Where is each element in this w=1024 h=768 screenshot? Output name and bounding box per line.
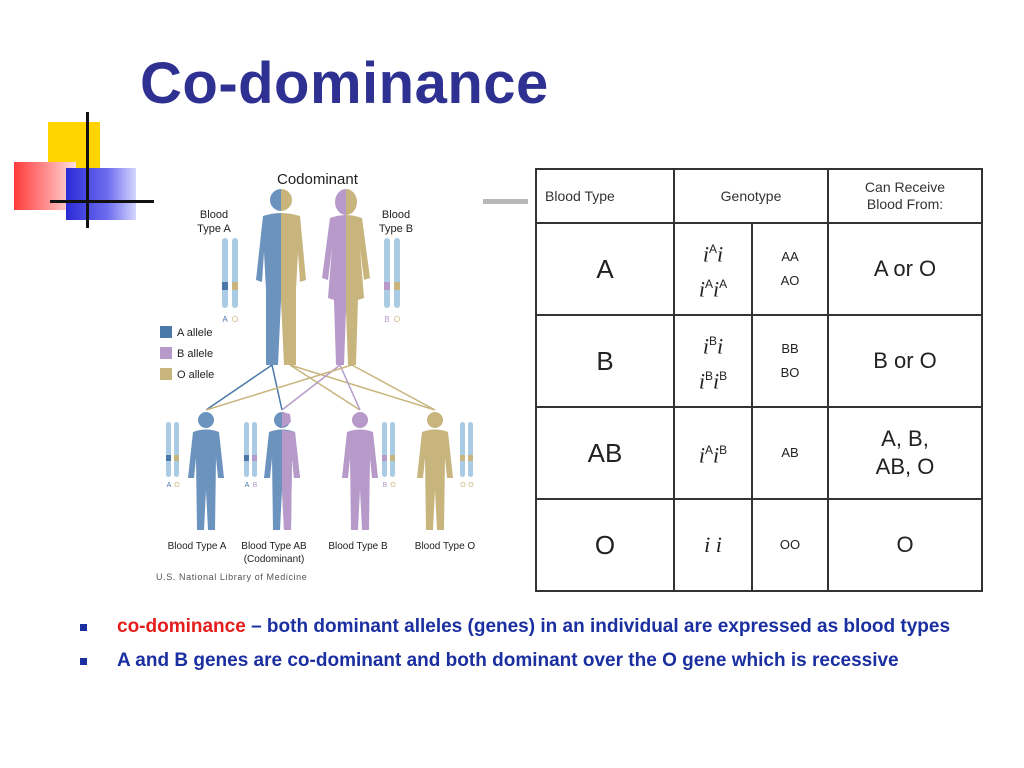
bullet-item: co-dominance – both dominant alleles (ge… xyxy=(80,614,980,640)
legend-swatch-a xyxy=(160,326,172,338)
parent-b-chromosomes: B O xyxy=(384,238,400,324)
genotype-symbol-cell: i i xyxy=(673,498,753,592)
blood-type-cell: B xyxy=(535,314,675,408)
legend-label-a: A allele xyxy=(177,327,212,339)
child-ab-allele-2: B xyxy=(253,482,258,489)
blood-type-cell: A xyxy=(535,222,675,316)
child-a-allele-1: A xyxy=(167,482,172,489)
parent-b-allele-1: B xyxy=(384,315,389,324)
child-type-o: O O Blood Type O xyxy=(415,412,476,552)
decorative-horizontal-line xyxy=(50,200,154,203)
table-row: O i i OO O xyxy=(535,498,983,592)
figure-credit: U.S. National Library of Medicine xyxy=(156,572,307,582)
parent-b-label-line1: Blood xyxy=(382,209,410,221)
header-receive-line2: Blood From: xyxy=(866,196,944,212)
legend-swatch-b xyxy=(160,347,172,359)
can-receive-cell: B or O xyxy=(827,314,983,408)
parent-a-label-line2: Type A xyxy=(197,223,231,235)
genotype-symbol-cell: iBi iBiB xyxy=(673,314,753,408)
child-type-a: A O Blood Type A xyxy=(166,412,227,552)
header-receive-line1: Can Receive xyxy=(864,179,946,195)
child-ab-allele-1: A xyxy=(245,482,250,489)
bullet-item: A and B genes are co-dominant and both d… xyxy=(80,648,980,674)
blood-type-cell: O xyxy=(535,498,675,592)
father-silhouette xyxy=(256,189,306,365)
child-o-label: Blood Type O xyxy=(415,541,476,552)
genotype-symbol-cell: iAi iAiA xyxy=(673,222,753,316)
decorative-blue-block xyxy=(66,168,136,220)
header-genotype: Genotype xyxy=(673,168,829,224)
parent-b-allele-2: O xyxy=(394,315,400,324)
parent-a-chromosomes: A O xyxy=(222,238,238,324)
header-can-receive: Can Receive Blood From: xyxy=(827,168,983,224)
blood-type-table: Blood Type Genotype Can Receive Blood Fr… xyxy=(535,168,983,592)
child-ab-label: Blood Type AB xyxy=(241,541,307,552)
child-b-allele-2: O xyxy=(390,482,396,489)
child-o-allele-2: O xyxy=(468,482,474,489)
child-a-label: Blood Type A xyxy=(168,541,227,552)
allele-legend: A allele B allele O allele xyxy=(160,326,214,381)
codominance-inheritance-figure: Codominant Blood Type A Blood Type B A O… xyxy=(156,171,476,582)
child-type-b: B O Blood Type B xyxy=(328,412,396,552)
slide-title: Co-dominance xyxy=(140,51,549,116)
genotype-code-cell: AB xyxy=(751,406,829,500)
parent-a-allele-2: O xyxy=(232,315,238,324)
bullet-square-icon xyxy=(80,624,87,631)
bullet-list: co-dominance – both dominant alleles (ge… xyxy=(80,614,980,682)
blood-type-cell: AB xyxy=(535,406,675,500)
legend-label-b: B allele xyxy=(177,348,213,360)
figure-header: Codominant xyxy=(277,171,359,188)
bullet-text: A and B genes are co-dominant and both d… xyxy=(117,650,899,671)
genotype-symbol-cell: iAiB xyxy=(673,406,753,500)
child-o-allele-1: O xyxy=(460,482,466,489)
decorative-gray-dash xyxy=(483,199,528,204)
child-b-allele-1: B xyxy=(383,482,388,489)
genotype-code-cell: OO xyxy=(751,498,829,592)
legend-swatch-o xyxy=(160,368,172,380)
parent-a-label-line1: Blood xyxy=(200,209,228,221)
child-a-allele-2: O xyxy=(174,482,180,489)
decorative-vertical-line xyxy=(86,112,89,228)
header-blood-type: Blood Type xyxy=(535,168,675,224)
parent-a-allele-1: A xyxy=(222,315,228,324)
parent-b-label-line2: Type B xyxy=(379,223,413,235)
can-receive-cell: O xyxy=(827,498,983,592)
table-header-row: Blood Type Genotype Can Receive Blood Fr… xyxy=(535,168,983,224)
mother-silhouette xyxy=(322,189,370,365)
can-receive-cell: A, B, AB, O xyxy=(827,406,983,500)
child-b-label: Blood Type B xyxy=(328,541,388,552)
bullet-text: – both dominant alleles (genes) in an in… xyxy=(245,616,951,637)
bullet-square-icon xyxy=(80,658,87,665)
child-type-ab: A B Blood Type AB (Codominant) xyxy=(241,412,307,565)
legend-label-o: O allele xyxy=(177,369,214,381)
child-ab-label-sub: (Codominant) xyxy=(244,554,305,565)
bullet-term: co-dominance xyxy=(117,616,246,637)
table-row: AB iAiB AB A, B, AB, O xyxy=(535,406,983,500)
inheritance-lines xyxy=(205,364,436,411)
can-receive-cell: A or O xyxy=(827,222,983,316)
